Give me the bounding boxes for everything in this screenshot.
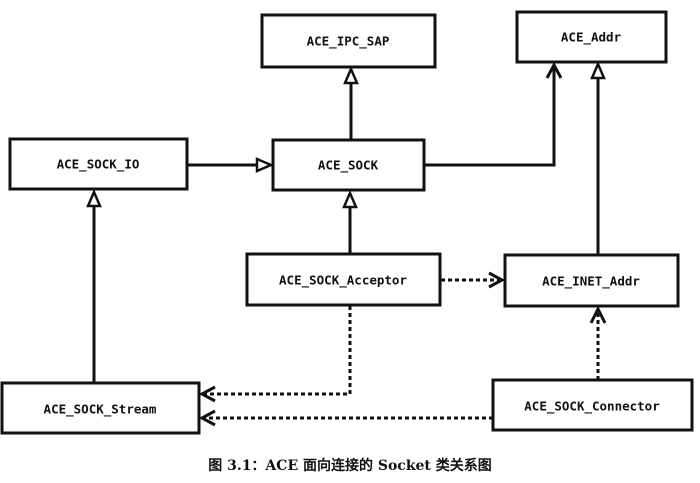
edge-acceptor-to-inet-addr: [441, 271, 506, 289]
hollow-arrowhead-icon: [343, 65, 359, 85]
class-box-ace-sock-stream: ACE_SOCK_Stream: [0, 381, 201, 435]
edge-sock-io-to-sock: [187, 157, 275, 173]
class-box-ace-sock-io: ACE_SOCK_IO: [8, 137, 189, 191]
edge-connector-to-stream: [198, 409, 493, 427]
class-label: ACE_INET_Addr: [542, 274, 640, 290]
edge-acceptor-to-sock: [342, 189, 358, 254]
class-label: ACE_SOCK_Stream: [44, 402, 157, 418]
edge-sock-to-ipc-sap: [343, 65, 359, 140]
hollow-arrowhead-icon: [255, 157, 275, 173]
class-label: ACE_Addr: [561, 30, 622, 46]
class-label: ACE_SOCK_Connector: [524, 399, 660, 415]
edge-stream-to-sock-io: [86, 188, 102, 383]
edge-connector-to-inet-addr: [589, 305, 607, 380]
class-box-ace-inet-addr: ACE_INET_Addr: [503, 253, 680, 308]
open-arrowhead-icon: [545, 61, 563, 79]
edge-acceptor-to-stream: [198, 306, 352, 403]
class-box-ace-sock-connector: ACE_SOCK_Connector: [491, 378, 694, 432]
class-label: ACE_SOCK: [318, 158, 379, 174]
hollow-arrowhead-icon: [86, 188, 102, 208]
open-arrowhead-icon: [198, 385, 216, 403]
open-arrowhead-icon: [198, 409, 216, 427]
open-arrowhead-icon: [488, 271, 506, 289]
class-label: ACE_IPC_SAP: [307, 34, 390, 50]
edge-inet-addr-to-addr: [590, 60, 606, 255]
edge-sock-to-addr: [424, 61, 563, 167]
class-box-ace-addr: ACE_Addr: [515, 10, 668, 64]
hollow-arrowhead-icon: [590, 60, 606, 80]
hollow-arrowhead-icon: [342, 189, 358, 209]
class-box-ace-ipc-sap: ACE_IPC_SAP: [260, 13, 437, 69]
class-box-ace-sock-acceptor: ACE_SOCK_Acceptor: [245, 252, 442, 307]
open-arrowhead-icon: [589, 305, 607, 324]
class-label: ACE_SOCK_Acceptor: [279, 273, 407, 289]
class-box-ace-sock: ACE_SOCK: [271, 138, 426, 192]
figure-caption: 图 3.1：ACE 面向连接的 Socket 类关系图: [208, 458, 492, 474]
class-label: ACE_SOCK_IO: [57, 157, 140, 173]
